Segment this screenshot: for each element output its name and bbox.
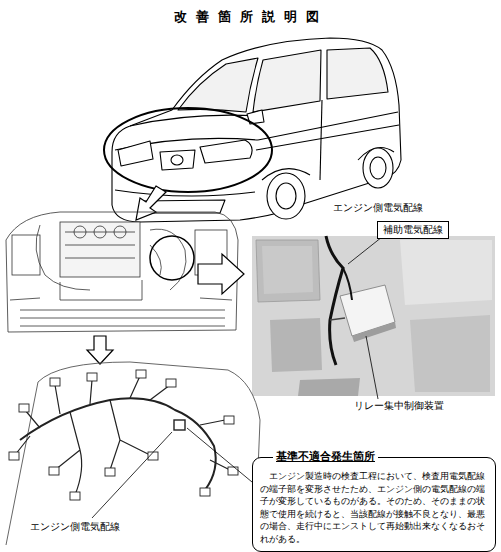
pointer-arrow	[198, 254, 244, 294]
engine-bay-drawing	[36, 225, 90, 290]
car-drawing	[200, 140, 252, 163]
part-label: リレー集中制御装置	[352, 400, 446, 412]
car-drawing	[130, 115, 262, 126]
detail-photo	[298, 378, 360, 396]
car-drawing	[178, 58, 258, 112]
detail-photo	[410, 315, 490, 392]
detail-photo	[262, 246, 313, 294]
detail-photo	[256, 240, 320, 302]
harness-drawing	[50, 378, 60, 386]
car-drawing	[258, 112, 398, 140]
harness-drawing	[166, 379, 176, 387]
engine-bay-drawing	[74, 226, 86, 238]
harness-drawing	[224, 416, 234, 424]
car-drawing	[267, 173, 305, 219]
car-drawing	[276, 183, 296, 209]
harness-drawing	[228, 467, 238, 475]
harness-drawing	[136, 370, 146, 378]
engine-bay-drawing	[60, 222, 140, 277]
detail-photo	[326, 236, 343, 365]
leader-line	[92, 432, 172, 518]
harness-drawing	[20, 398, 216, 490]
detail-photo	[343, 268, 352, 300]
harness-drawing	[174, 420, 185, 430]
detail-photo	[400, 240, 492, 305]
car-drawing	[327, 48, 388, 99]
harness-drawing	[200, 488, 210, 496]
harness-drawing	[6, 362, 260, 545]
harness-drawing	[15, 376, 230, 495]
car-drawing	[160, 150, 195, 170]
engine-bay-drawing	[114, 226, 126, 238]
part-label: エンジン側電気配線	[331, 202, 425, 214]
callout-box: 基準不適合発生箇所エンジン製造時の検査工程において、検査用電気配線の端子部を変形…	[252, 457, 496, 552]
detail-photo	[252, 236, 495, 396]
car-drawing	[363, 148, 393, 188]
engine-bay-drawing	[94, 226, 106, 238]
harness-drawing	[105, 468, 115, 476]
car-drawing	[370, 157, 386, 179]
car-drawing	[320, 100, 322, 180]
engine-bay-drawing	[10, 298, 232, 300]
harness-drawing	[87, 373, 97, 381]
car-drawing	[256, 125, 399, 150]
car-drawing	[115, 190, 255, 196]
car-drawing	[253, 50, 321, 112]
engine-bay-drawing	[60, 280, 142, 300]
harness-drawing	[49, 467, 59, 475]
engine-bay-drawing	[20, 310, 225, 326]
callout-note: エンジン製造時の検査工程において、検査用電気配線の端子部を変形させたため、エンジ…	[253, 470, 495, 545]
highlight-circle	[150, 236, 194, 280]
harness-drawing	[6, 362, 260, 545]
car-drawing	[112, 38, 401, 222]
label-box: 補助電気配線	[377, 221, 449, 239]
pointer-arrow	[136, 186, 166, 220]
part-name: 補助電気配線	[383, 224, 443, 236]
callout-heading: 基準不適合発生箇所	[273, 450, 378, 464]
pointer-arrow	[87, 336, 113, 364]
highlight-ellipse	[104, 108, 272, 192]
part-label: エンジン側電気配線	[28, 521, 122, 533]
harness-drawing	[70, 492, 80, 500]
engine-bay-drawing	[12, 235, 40, 275]
car-drawing	[171, 155, 183, 165]
detail-photo	[270, 318, 322, 372]
detail-photo	[352, 322, 396, 342]
harness-drawing	[19, 404, 29, 412]
diagram-title: 改善箇所説明図	[0, 8, 501, 26]
leader-line	[366, 336, 378, 399]
car-drawing	[112, 38, 401, 222]
leader-line	[348, 237, 382, 264]
detail-photo	[252, 236, 495, 396]
car-drawing	[118, 141, 153, 166]
detail-photo	[330, 318, 345, 320]
harness-drawing	[9, 452, 19, 460]
leader-line	[187, 428, 252, 482]
